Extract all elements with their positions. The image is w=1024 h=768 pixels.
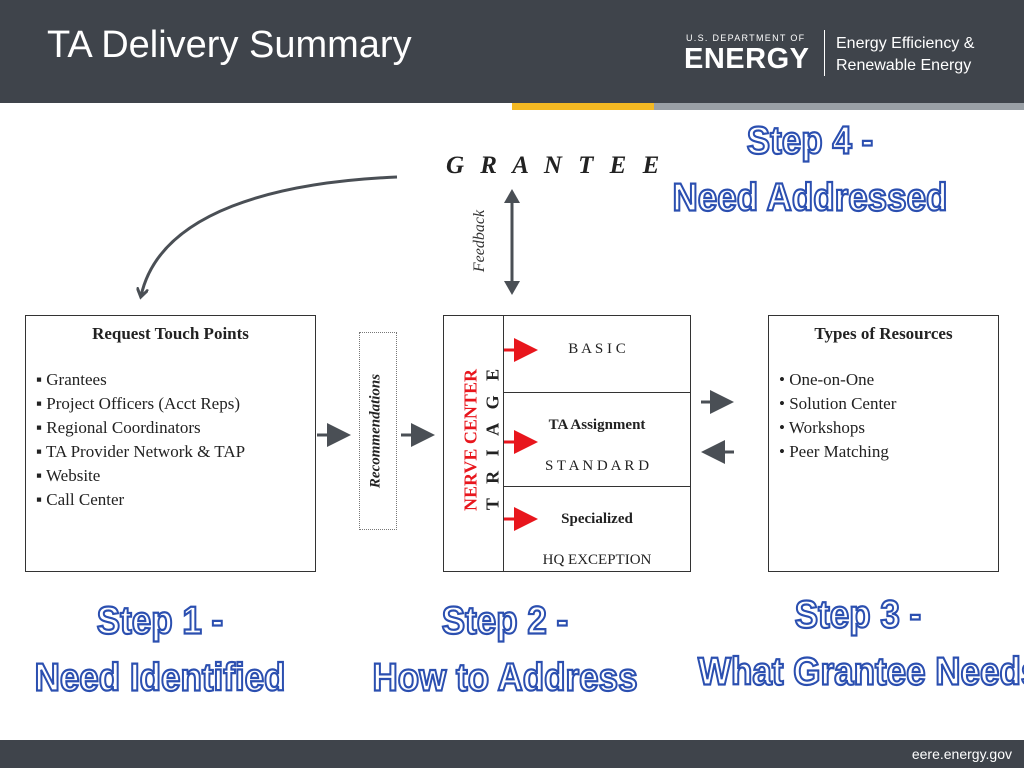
- list-item: ▪ Regional Coordinators: [36, 418, 201, 437]
- logo-office-line1: Energy Efficiency &: [836, 35, 975, 52]
- list-item: • Solution Center: [779, 394, 897, 413]
- step4-line2: Need Addressed: [672, 176, 949, 221]
- step3-line2: What Grantee Needs: [697, 649, 1024, 694]
- step1-line2: Need Identified: [34, 655, 287, 700]
- step1-label: Step 1 - Need Identified: [20, 593, 300, 707]
- grantee-label: G R A N T E E: [446, 152, 665, 179]
- request-touch-points-box: Request Touch Points ▪ Grantees ▪ Projec…: [25, 315, 316, 572]
- logo-divider: [824, 30, 825, 76]
- footer-bar: eere.energy.gov: [0, 740, 1024, 768]
- step2-label: Step 2 - How to Address: [355, 593, 655, 707]
- list-item: ▪ Website: [36, 466, 101, 485]
- logo-energy-text: ENERGY: [684, 43, 810, 75]
- footer-url: eere.energy.gov: [911, 746, 1012, 762]
- hq-exception-label: HQ EXCEPTION: [542, 552, 652, 568]
- list-item: • One-on-One: [779, 370, 875, 389]
- step1-line1: Step 1 -: [96, 598, 224, 643]
- ta-assignment-label: TA Assignment: [548, 417, 646, 433]
- step2-line2: How to Address: [371, 655, 638, 700]
- list-item: • Workshops: [779, 418, 865, 437]
- step4-label: Step 4 - Need Addressed: [660, 113, 960, 227]
- logo-office-line2: Renewable Energy: [836, 57, 972, 74]
- triage-row-divider: [503, 486, 691, 487]
- accent-stripe-gray: [654, 103, 1024, 110]
- triage-column-divider: [503, 315, 504, 572]
- step2-line1: Step 2 -: [441, 598, 569, 643]
- touch-points-heading: Request Touch Points: [92, 324, 249, 343]
- feedback-double-arrow: [504, 189, 520, 295]
- curved-arrow-grantee-to-touch-points: [141, 175, 398, 296]
- feedback-label: Feedback: [471, 209, 488, 273]
- list-item: ▪ Grantees: [36, 370, 107, 389]
- basic-label: B A S I C: [568, 341, 626, 357]
- step3-label: Step 3 - What Grantee Needs: [697, 587, 1024, 701]
- standard-label: S T A N D A R D: [544, 458, 650, 474]
- logo-department-text: U.S. DEPARTMENT OF: [686, 33, 806, 43]
- logo-office-text: Energy Efficiency & Renewable Energy: [836, 33, 974, 77]
- list-item: ▪ Project Officers (Acct Reps): [36, 394, 240, 413]
- recommendations-label: Recommendations: [367, 373, 384, 489]
- recommendations-box: [359, 332, 397, 530]
- header-bar: TA Delivery Summary U.S. DEPARTMENT OF E…: [0, 0, 1024, 103]
- triage-label: T R I A G E: [482, 363, 503, 511]
- resources-list: • One-on-One • Solution Center • Worksho…: [769, 368, 998, 464]
- nerve-center-label: NERVE CENTER: [460, 369, 481, 511]
- list-item: • Peer Matching: [779, 442, 889, 461]
- step4-line1: Step 4 -: [746, 118, 874, 163]
- list-item: ▪ Call Center: [36, 490, 125, 509]
- list-item: ▪ TA Provider Network & TAP: [36, 442, 246, 461]
- resources-heading: Types of Resources: [814, 324, 953, 343]
- types-of-resources-box: Types of Resources • One-on-One • Soluti…: [768, 315, 999, 572]
- step3-line1: Step 3 -: [794, 592, 922, 637]
- specialized-label: Specialized: [561, 511, 633, 527]
- touch-points-list: ▪ Grantees ▪ Project Officers (Acct Reps…: [26, 368, 315, 512]
- page-title: TA Delivery Summary: [47, 24, 412, 66]
- accent-stripe-yellow: [512, 103, 654, 110]
- triage-row-divider: [503, 392, 691, 393]
- triage-box: [443, 315, 691, 572]
